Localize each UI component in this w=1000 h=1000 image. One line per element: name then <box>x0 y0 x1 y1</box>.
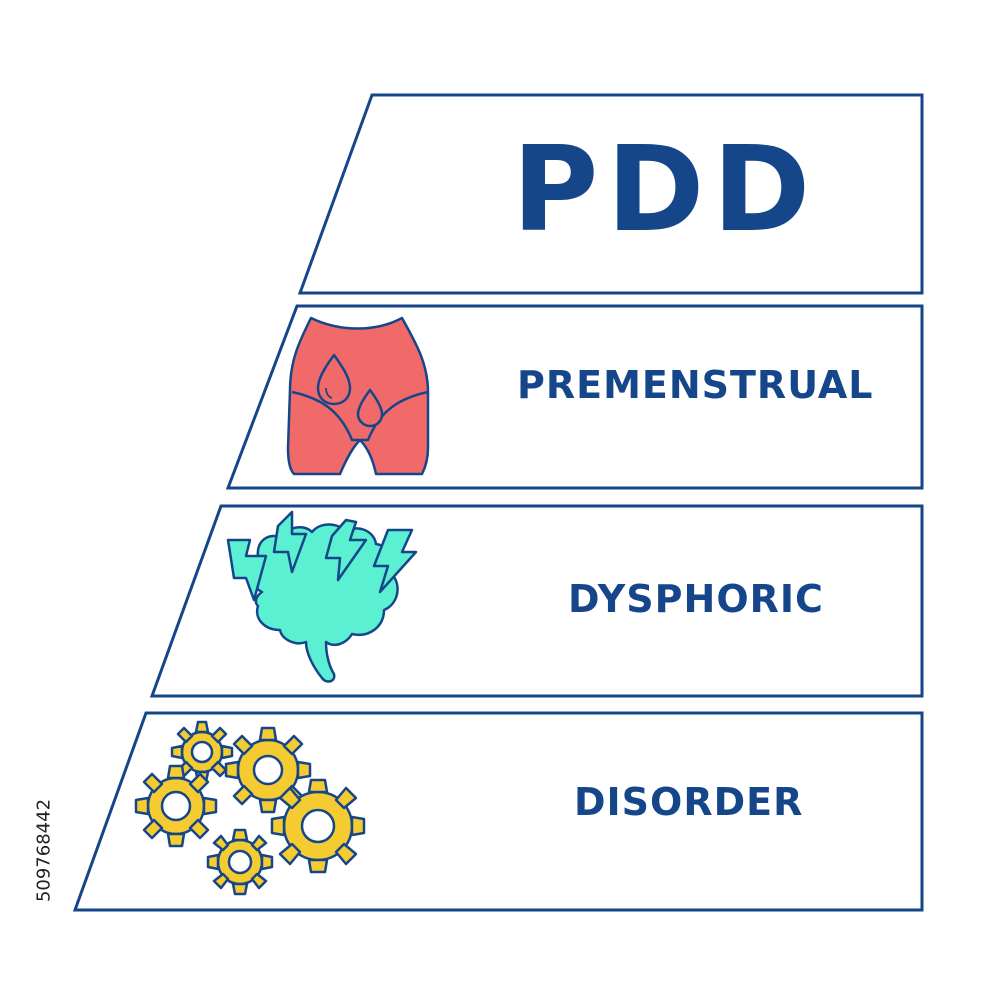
row-label-disorder: DISORDER <box>574 780 804 824</box>
row-label-dysphoric: DYSPHORIC <box>568 577 824 621</box>
diagram-title: PDD <box>512 120 819 258</box>
row-label-premenstrual: PREMENSTRUAL <box>517 363 874 407</box>
panel-title <box>297 93 924 295</box>
stock-image-id: 509768442 <box>33 798 55 903</box>
stressed-brain-lightning-icon <box>226 510 418 683</box>
pelvis-blood-drops-icon <box>286 316 430 476</box>
gears-icon <box>134 720 366 896</box>
